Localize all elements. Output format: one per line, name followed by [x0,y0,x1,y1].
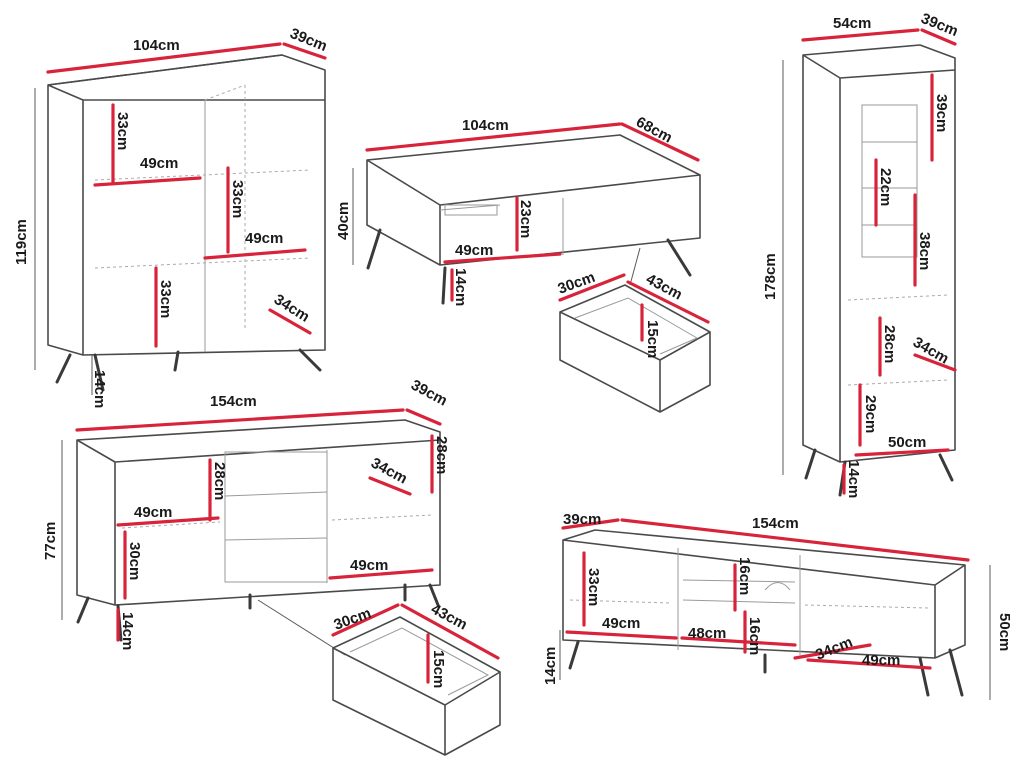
sideboard-drawer-depth-label: 43cm [428,601,470,634]
coffee-table-inner-width-label: 49cm [455,242,493,259]
highboard-inner-depth-label: 34cm [271,291,313,326]
coffee-drawer-height-label: 15cm [644,320,661,358]
sideboard-drawer: 30cm 43cm 15cm [331,601,501,756]
sideboard-inner-depth-label: 34cm [368,455,410,488]
highboard-width-right-label: 49cm [245,230,283,247]
tv-stand-width-label: 154cm [752,515,799,532]
highboard-width-left-label: 49cm [140,155,178,172]
sideboard-drawer-width-label: 30cm [332,605,374,634]
sideboard: 154cm 39cm 77cm 28cm 49cm 30cm 28cm 34cm… [42,377,450,656]
sideboard-legs-label: 14cm [119,612,136,650]
sideboard-height-label: 77cm [42,522,59,560]
vitrine-shelf-top-label: 39cm [933,94,950,132]
vitrine-height-label: 178cm [762,253,779,300]
coffee-drawer: 30cm 43cm 15cm [556,269,711,413]
tv-stand-depth-label: 39cm [563,511,601,528]
vitrine: 54cm 39cm 178cm 39cm 22cm 38cm 28cm 34cm… [762,10,960,498]
highboard-legs-label: 14cm [91,370,108,408]
sideboard-left-upper-label: 28cm [211,462,228,500]
tv-stand: 39cm 154cm 50cm 33cm 16cm 16cm 49cm 48cm… [542,511,1013,700]
sideboard-drawer-height-label: 15cm [430,650,447,688]
tv-stand-height-label: 50cm [996,613,1013,651]
coffee-drawer-outline [559,284,711,413]
sideboard-left-width-label: 49cm [134,504,172,521]
tv-stand-left-width-label: 49cm [602,615,640,632]
vitrine-width-label: 54cm [833,15,871,32]
coffee-table-inner-height-label: 23cm [517,200,534,238]
sideboard-width-label: 154cm [210,393,257,410]
tv-stand-legs-label: 14cm [542,647,559,685]
sideboard-depth-label: 39cm [408,377,450,410]
tv-stand-mid-bottom-label: 16cm [746,617,763,655]
sideboard-left-lower-label: 30cm [126,542,143,580]
sideboard-drawer-outline [332,616,501,756]
coffee-table-width-label: 104cm [462,117,509,134]
vitrine-shelf-low-label: 28cm [881,325,898,363]
tv-stand-right-width-label: 49cm [862,652,900,669]
highboard-shelf-mid-label: 33cm [229,180,246,218]
coffee-table: 104cm 68cm 40cm 23cm 49cm 14cm [335,114,701,306]
vitrine-shelf-bottom-label: 29cm [862,395,879,433]
sideboard-right-width-label: 49cm [350,557,388,574]
highboard: 104cm 39cm 119cm 33cm 49cm 33cm 49cm 33c… [13,25,329,408]
vitrine-shelf-mid-label: 38cm [916,232,933,270]
vitrine-outline [802,44,956,463]
coffee-table-height-label: 40cm [335,202,352,240]
coffee-table-outline [366,134,701,266]
tv-stand-mid-width-label: 48cm [688,625,726,642]
highboard-height-label: 119cm [13,219,30,265]
tv-stand-left-height-label: 33cm [585,568,602,606]
highboard-depth-label: 39cm [288,25,330,55]
vitrine-depth-label: 39cm [919,10,961,40]
vitrine-legs-label: 14cm [845,460,862,498]
vitrine-shelf-glass-label: 22cm [877,168,894,206]
highboard-width-label: 104cm [133,37,180,54]
tv-stand-outline [562,529,966,659]
highboard-shelf-low-label: 33cm [157,280,174,318]
vitrine-inner-width-label: 50cm [888,434,926,451]
sideboard-right-shelf-label: 28cm [433,436,450,474]
sideboard-outline [76,419,441,606]
highboard-shelf-upper-label: 33cm [114,112,131,150]
coffee-table-depth-label: 68cm [633,114,675,147]
tv-stand-mid-top-label: 16cm [736,557,753,595]
tv-stand-inner-depth-label: 34cm [813,634,855,664]
coffee-table-legs-label: 14cm [452,268,469,306]
